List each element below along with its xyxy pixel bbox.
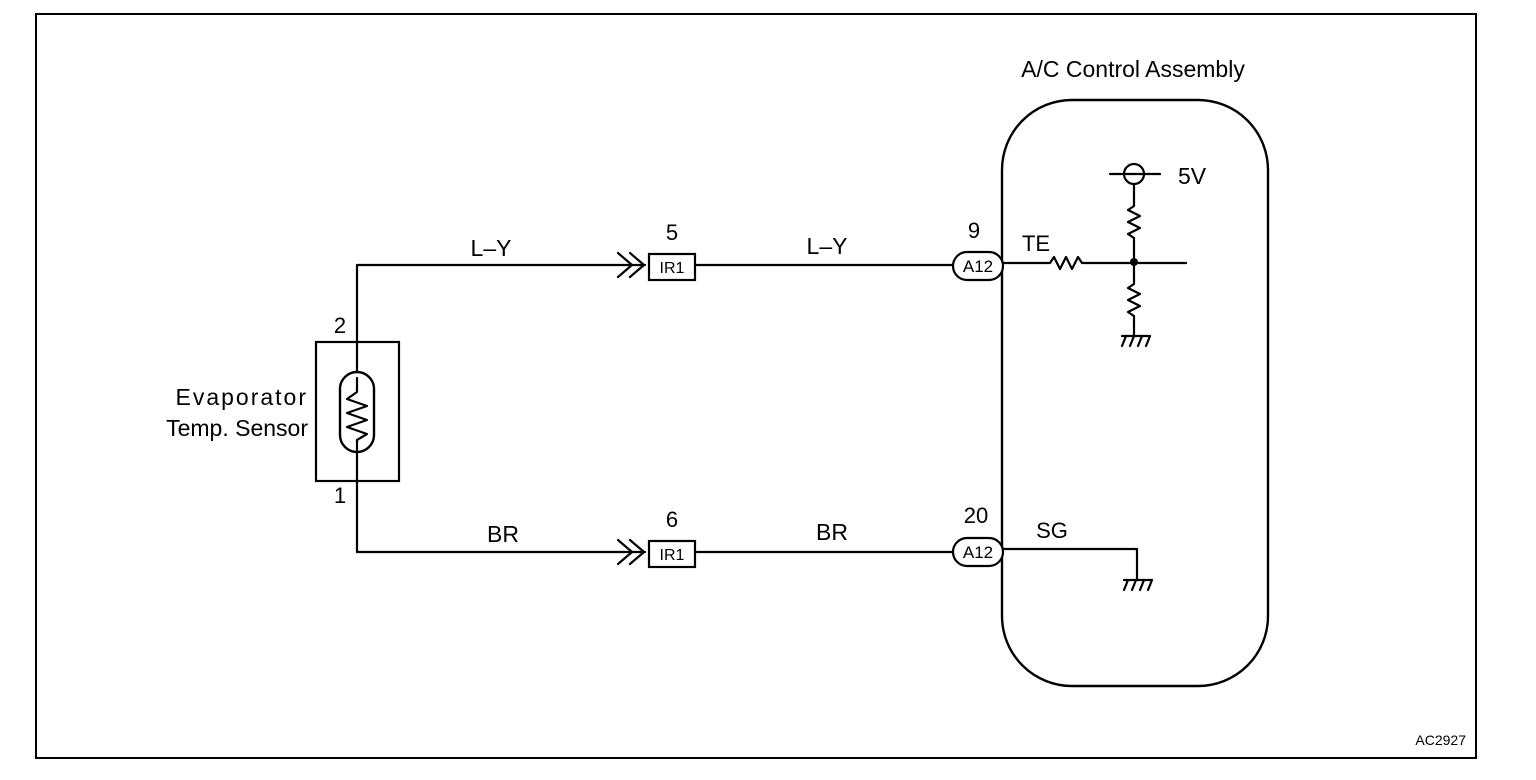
diagram-frame	[35, 13, 1477, 759]
ecu-connector-a12-top-label: A12	[963, 257, 993, 276]
wire-top-color-right: L–Y	[807, 233, 848, 259]
ecu-pin-20: 20	[964, 503, 988, 528]
inline-connector-arrow-bottom-2	[628, 538, 646, 566]
connector-ir1-bottom-label: IR1	[660, 547, 685, 564]
connector-ir1-top-pin: 5	[666, 220, 678, 245]
ecu-pin-9: 9	[968, 218, 980, 243]
ground-icon-bottom	[1122, 578, 1154, 592]
sensor-name-line2: Temp. Sensor	[166, 415, 308, 441]
ecu-connector-a12-bottom-label: A12	[963, 543, 993, 562]
wire-top-color-left: L–Y	[471, 235, 512, 261]
evaporator-temp-sensor	[314, 340, 401, 483]
inline-connector-arrow-top	[616, 251, 634, 279]
thermistor-icon	[345, 376, 369, 454]
wire-bottom-color-left: BR	[487, 521, 519, 547]
ground-icon-top	[1120, 334, 1152, 348]
signal-sg-label: SG	[1036, 518, 1068, 543]
wire-bottom-color-right: BR	[816, 519, 848, 545]
figure-code: AC2927	[1415, 732, 1466, 748]
connector-ir1-bottom-pin: 6	[666, 507, 678, 532]
ecu-connector-a12-bottom	[951, 536, 1005, 568]
sensor-name-line1: Evaporator	[175, 384, 308, 410]
inline-connector-arrow-top-2	[628, 251, 646, 279]
signal-te-label: TE	[1022, 231, 1050, 256]
sensor-pin-2: 2	[334, 313, 346, 338]
ac-control-assembly-label: A/C Control Assembly	[1021, 56, 1245, 82]
sensor-pin-1: 1	[334, 483, 346, 508]
ecu-connector-a12-top	[951, 250, 1005, 282]
wire-top-left	[355, 263, 647, 344]
connector-ir1-top	[647, 252, 697, 282]
ac-control-assembly-box	[1000, 98, 1270, 688]
supply-5v-label: 5V	[1178, 163, 1207, 189]
connector-ir1-bottom	[647, 539, 697, 569]
ecu-te-circuit	[1001, 162, 1188, 348]
wire-sg-ground	[1001, 547, 1139, 582]
wire-bottom-left	[355, 479, 647, 554]
inline-connector-arrow-bottom	[616, 538, 634, 566]
connector-ir1-top-label: IR1	[660, 260, 685, 277]
